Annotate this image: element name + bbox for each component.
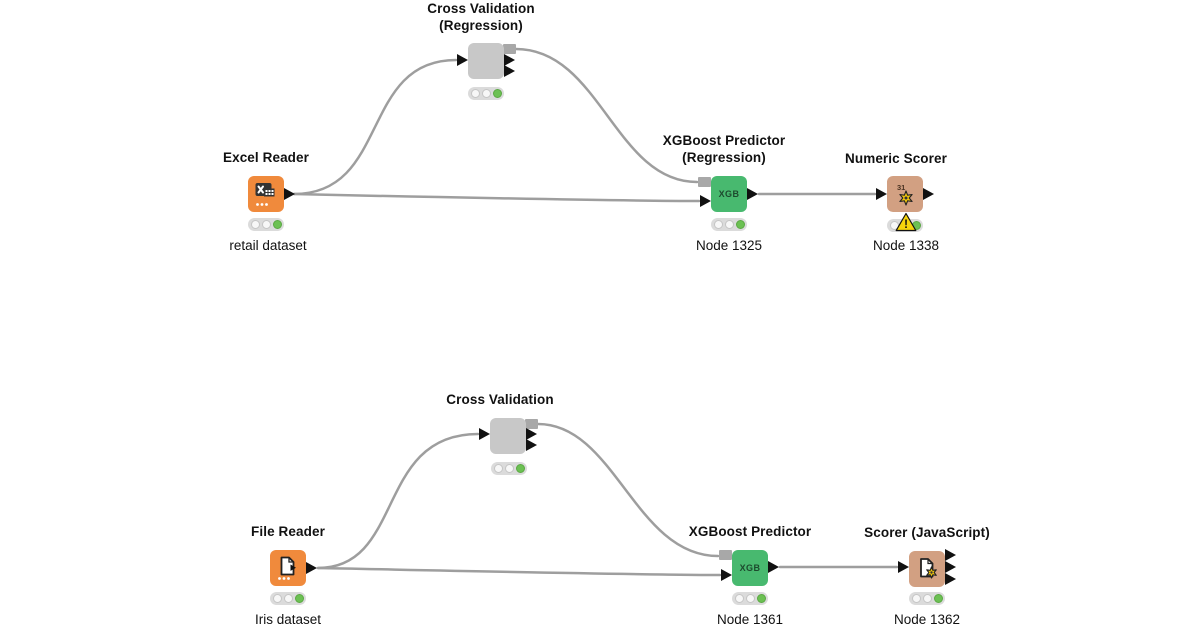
- output-port-3-scorer-javascript[interactable]: [945, 573, 956, 585]
- node-title-excel-reader[interactable]: Excel Reader: [222, 150, 309, 165]
- status-traffic-light-file-reader: [270, 592, 306, 605]
- status-dot-green: [933, 594, 943, 603]
- output-port-2-scorer-javascript[interactable]: [945, 561, 956, 573]
- xgb-logo-icon: XGB: [739, 563, 761, 573]
- status-dot-red: [889, 221, 899, 230]
- status-dot-green: [492, 89, 502, 98]
- status-dot-green: [272, 220, 282, 229]
- status-traffic-light-xgboost-predictor: [732, 592, 768, 605]
- output-port-2-cross-validation[interactable]: [526, 439, 537, 451]
- input-port-cross-validation-regression[interactable]: [457, 54, 468, 66]
- status-dot-yellow: [504, 464, 514, 473]
- status-traffic-light-xgboost-predictor-regression: [711, 218, 747, 231]
- status-dot-yellow: [724, 220, 734, 229]
- status-dot-red: [493, 464, 503, 473]
- status-dot-red: [250, 220, 260, 229]
- node-title-scorer-javascript[interactable]: Scorer (JavaScript): [864, 525, 990, 540]
- file-export-icon: [278, 556, 296, 580]
- node-label-scorer-javascript[interactable]: Node 1362: [893, 612, 961, 627]
- node-title-numeric-scorer[interactable]: Numeric Scorer: [845, 151, 947, 166]
- node-label-excel-reader[interactable]: retail dataset: [229, 238, 307, 253]
- output-port-excel-reader[interactable]: [284, 188, 295, 200]
- status-dot-green: [735, 220, 745, 229]
- node-file-reader[interactable]: [270, 550, 306, 586]
- status-traffic-light-excel-reader: [248, 218, 284, 231]
- output-port-1-cross-validation-regression[interactable]: [504, 54, 515, 66]
- output-port-xgboost-predictor-regression[interactable]: [747, 188, 758, 200]
- model-input-square-port-xgboost-predictor[interactable]: [719, 550, 732, 560]
- node-cross-validation-regression[interactable]: [468, 43, 504, 79]
- document-star-icon: [920, 558, 937, 579]
- status-dot-red: [734, 594, 744, 603]
- output-port-1-scorer-javascript[interactable]: [945, 549, 956, 561]
- node-label-numeric-scorer[interactable]: Node 1338: [872, 238, 940, 253]
- status-dot-yellow: [481, 89, 491, 98]
- connection-file-reader-to-cross-validation[interactable]: [316, 432, 480, 570]
- status-traffic-light-scorer-javascript: [909, 592, 945, 605]
- status-dot-red: [911, 594, 921, 603]
- node-title-file-reader[interactable]: File Reader: [251, 524, 325, 539]
- connection-excel-reader-to-xgboost-predictor[interactable]: [292, 192, 701, 203]
- status-dot-red: [713, 220, 723, 229]
- output-port-numeric-scorer[interactable]: [923, 188, 934, 200]
- input-port-numeric-scorer[interactable]: [876, 188, 887, 200]
- svg-text:!: !: [904, 219, 908, 231]
- output-port-file-reader[interactable]: [306, 562, 317, 574]
- node-excel-reader[interactable]: [248, 176, 284, 212]
- status-dot-green: [294, 594, 304, 603]
- node-scorer-javascript[interactable]: [909, 551, 945, 587]
- xgb-logo-icon: XGB: [718, 189, 740, 199]
- model-output-square-port-cross-validation-regression[interactable]: [503, 44, 516, 54]
- input-port-cross-validation[interactable]: [479, 428, 490, 440]
- node-title-xgboost-predictor-regression[interactable]: XGBoost Predictor (Regression): [662, 133, 786, 165]
- node-numeric-scorer[interactable]: 31: [887, 176, 923, 212]
- model-output-square-port-cross-validation[interactable]: [525, 419, 538, 429]
- node-cross-validation[interactable]: [490, 418, 526, 454]
- node-label-file-reader[interactable]: Iris dataset: [254, 612, 322, 627]
- connection-file-reader-to-xgboost-predictor[interactable]: [316, 566, 722, 577]
- status-dot-green: [515, 464, 525, 473]
- node-label-xgboost-predictor-regression[interactable]: Node 1325: [695, 238, 763, 253]
- status-traffic-light-cross-validation-regression: [468, 87, 504, 100]
- node-title-cross-validation[interactable]: Cross Validation: [446, 392, 554, 407]
- connection-cross-validation-to-xgboost-model-port-2[interactable]: [536, 422, 720, 558]
- model-input-square-port-xgboost-predictor-regression[interactable]: [698, 177, 711, 187]
- status-dot-red: [470, 89, 480, 98]
- status-dot-yellow: [283, 594, 293, 603]
- output-port-1-cross-validation[interactable]: [526, 428, 537, 440]
- excel-file-icon: [255, 183, 275, 206]
- data-input-port-xgboost-predictor[interactable]: [721, 569, 732, 581]
- connection-cross-validation-to-xgboost-model-port[interactable]: [514, 47, 699, 184]
- status-dot-yellow: [745, 594, 755, 603]
- status-dot-yellow: [261, 220, 271, 229]
- numeric-scorer-icon: 31: [897, 183, 913, 206]
- input-port-scorer-javascript[interactable]: [898, 561, 909, 573]
- svg-text:31: 31: [897, 183, 905, 192]
- node-xgboost-predictor-regression[interactable]: XGB: [711, 176, 747, 212]
- data-input-port-xgboost-predictor-regression[interactable]: [700, 195, 711, 207]
- warning-icon: !: [895, 212, 917, 232]
- connection-excel-reader-to-cross-validation[interactable]: [292, 58, 458, 196]
- status-dot-green: [756, 594, 766, 603]
- node-xgboost-predictor[interactable]: XGB: [732, 550, 768, 586]
- output-port-xgboost-predictor[interactable]: [768, 561, 779, 573]
- node-label-xgboost-predictor[interactable]: Node 1361: [716, 612, 784, 627]
- status-dot-red: [272, 594, 282, 603]
- node-title-xgboost-predictor[interactable]: XGBoost Predictor: [688, 524, 812, 539]
- status-dot-yellow: [922, 594, 932, 603]
- output-port-2-cross-validation-regression[interactable]: [504, 65, 515, 77]
- status-traffic-light-cross-validation: [491, 462, 527, 475]
- node-title-cross-validation-regression[interactable]: Cross Validation (Regression): [427, 1, 535, 33]
